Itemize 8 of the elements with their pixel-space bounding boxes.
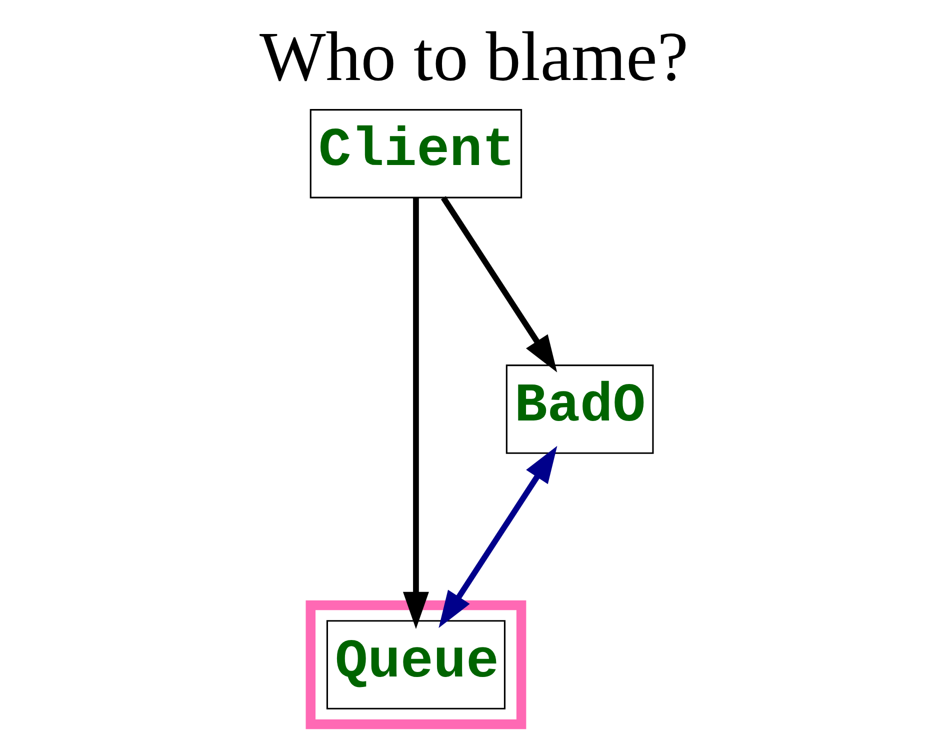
arrow xyxy=(438,446,557,628)
arrow xyxy=(402,198,428,630)
node-box: Queue xyxy=(326,620,505,710)
cluster xyxy=(305,600,526,730)
node-box: BadO xyxy=(505,364,654,454)
diagram-title: Who to blame? xyxy=(259,18,688,96)
arrow xyxy=(440,196,557,372)
node-box: Client xyxy=(309,109,522,198)
